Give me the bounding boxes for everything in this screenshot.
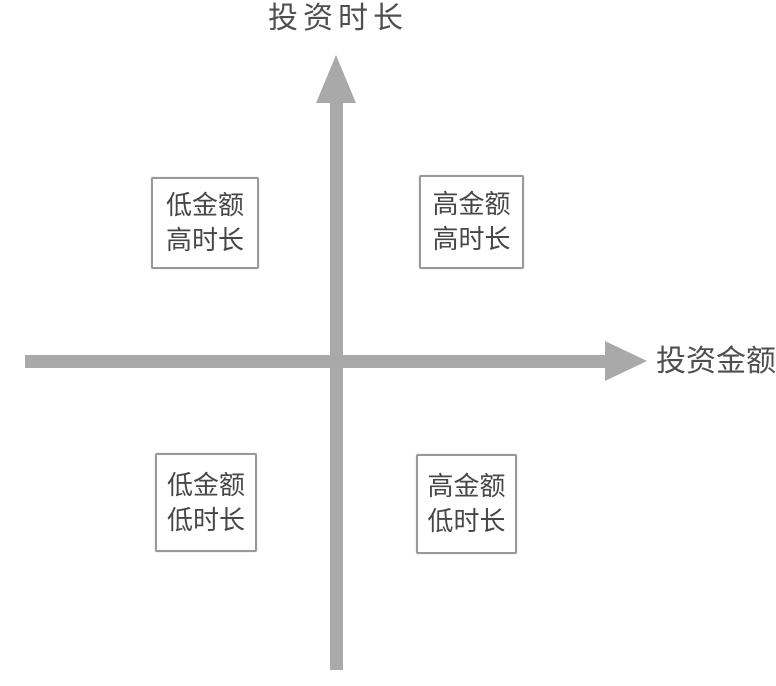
x-axis-arrowhead-icon: [605, 341, 647, 381]
quadrant-box-bottom-right: 高金额 低时长: [416, 454, 517, 554]
quadrant-box-bottom-left: 低金额 低时长: [155, 453, 257, 552]
y-axis-title: 投资时长: [268, 2, 408, 35]
quadrant-label-line2: 高时长: [165, 225, 244, 255]
quadrant-label-line1: 低金额: [165, 190, 244, 220]
x-axis-title: 投资金额: [656, 345, 776, 378]
quadrant-box-top-right: 高金额 高时长: [419, 175, 524, 269]
quadrant-label-line2: 高时长: [432, 224, 511, 254]
y-axis-arrowhead-icon: [316, 55, 356, 103]
quadrant-label-line2: 低时长: [166, 504, 245, 535]
quadrant-label-line1: 高金额: [432, 189, 511, 219]
quadrant-label-line1: 低金额: [166, 469, 245, 500]
quadrant-box-top-left: 低金额 高时长: [151, 177, 259, 269]
quadrant-label-line2: 低时长: [427, 506, 506, 536]
x-axis-line: [25, 355, 605, 368]
y-axis-line: [330, 100, 343, 670]
quadrant-label-line1: 高金额: [427, 471, 506, 501]
